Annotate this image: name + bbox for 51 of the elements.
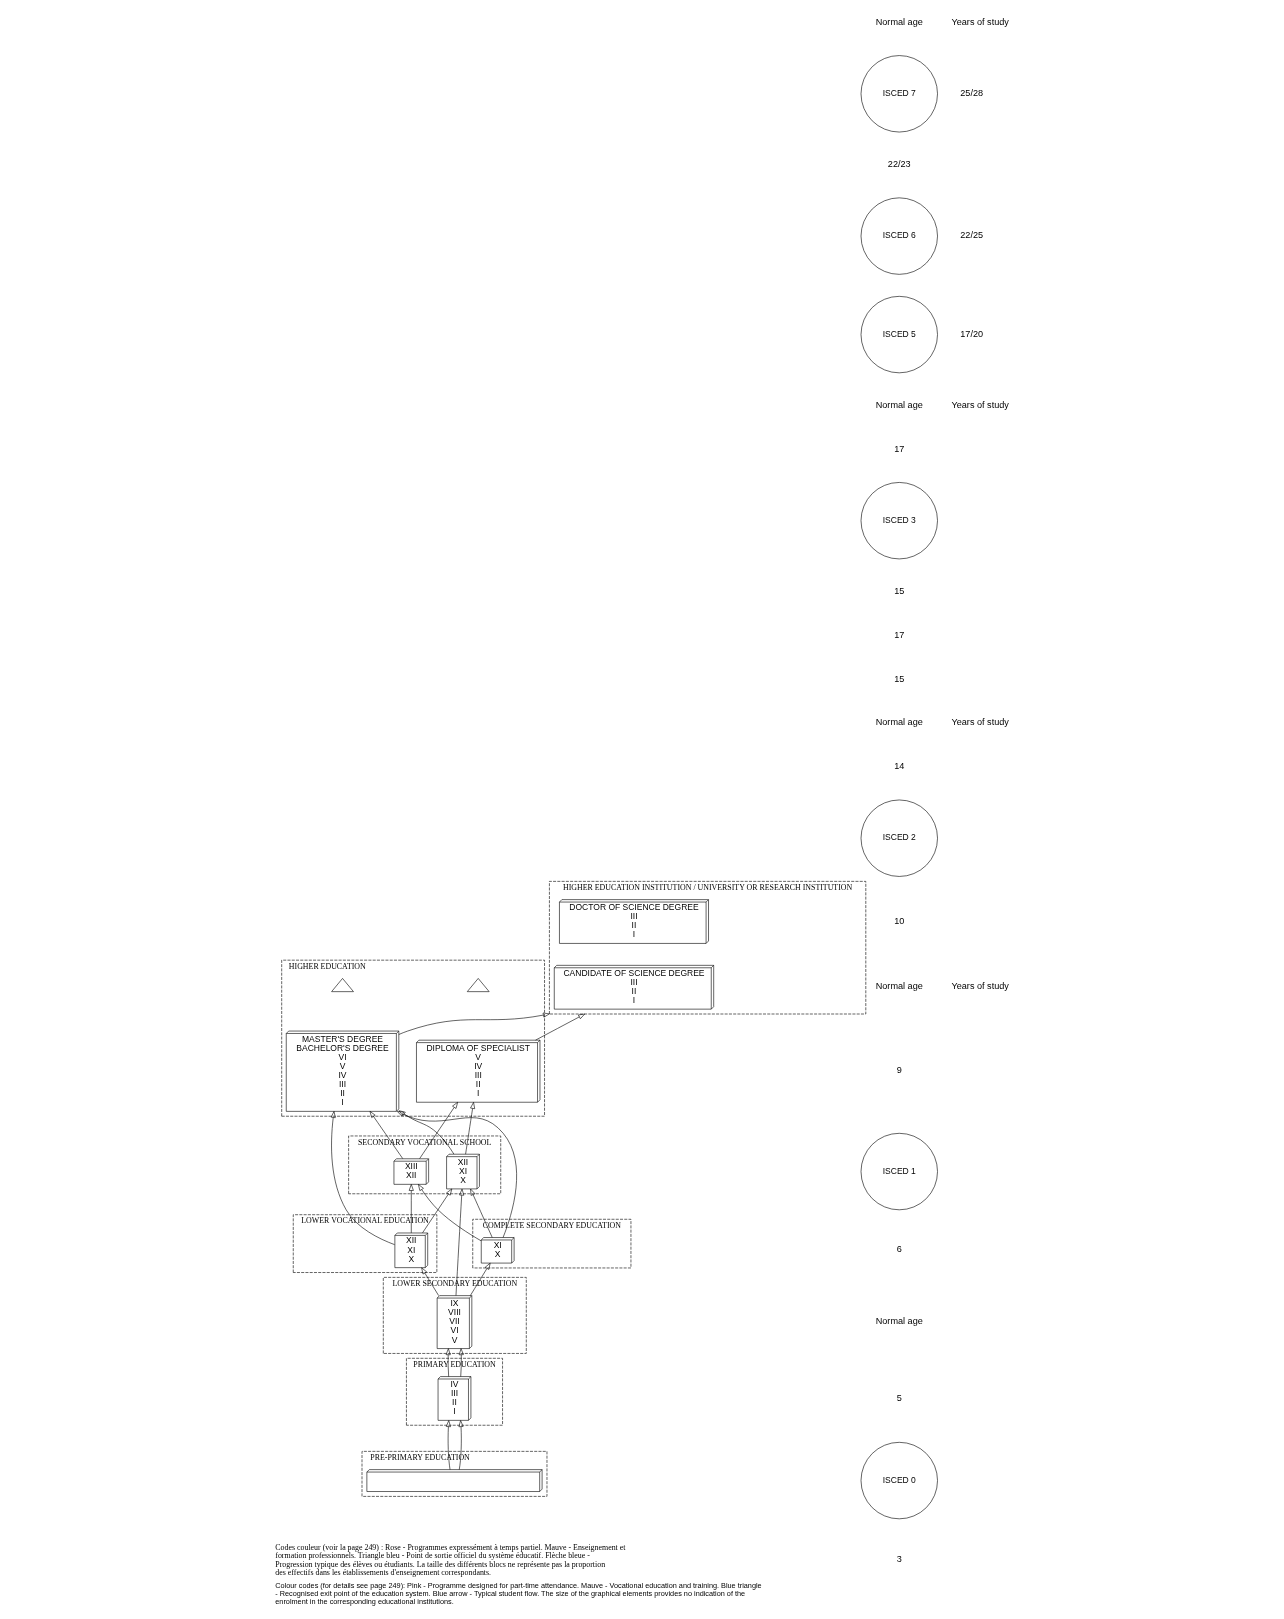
arrow <box>369 1110 403 1159</box>
arrow <box>445 1347 451 1377</box>
arrow <box>398 1012 550 1035</box>
label: 15 <box>893 673 904 684</box>
arrow <box>408 1183 414 1233</box>
node-triangle <box>466 977 489 992</box>
node-triangle <box>330 977 354 992</box>
arrow <box>417 1183 481 1241</box>
node-circle: ISCED 3 <box>860 481 938 559</box>
label: 6 <box>896 1243 902 1254</box>
arrow <box>421 1188 452 1233</box>
label: Normal age <box>875 980 923 991</box>
label: 15 <box>893 585 904 596</box>
node-circle: ISCED 1 <box>860 1132 938 1210</box>
label: 10 <box>893 915 904 926</box>
node-circle: ISCED 6 <box>860 197 938 275</box>
label: Normal age <box>875 399 923 410</box>
arrow <box>469 1188 492 1238</box>
label: Years of study <box>950 716 1009 727</box>
label: 22/23 <box>887 158 911 169</box>
arrow <box>445 1419 451 1470</box>
label: 5 <box>896 1392 902 1403</box>
label: 17 <box>893 443 904 454</box>
node-circle: ISCED 7 <box>860 54 938 132</box>
node-circle: ISCED 0 <box>860 1441 938 1519</box>
arrow <box>464 1101 475 1154</box>
arrow <box>396 1110 517 1238</box>
label: Years of study <box>950 980 1009 991</box>
arrow <box>469 1262 490 1296</box>
arrow <box>534 1013 585 1040</box>
label: Years of study <box>950 16 1009 27</box>
label: Years of study <box>950 399 1009 410</box>
arrow <box>330 1110 395 1245</box>
node-circle: ISCED 5 <box>860 295 938 373</box>
node-circle: ISCED 2 <box>860 799 938 877</box>
label: Normal age <box>875 716 923 727</box>
label: 17 <box>893 629 904 640</box>
arrow <box>398 1109 454 1154</box>
label: 14 <box>893 760 904 771</box>
label: Normal age <box>875 1315 923 1326</box>
label: 22/25 <box>959 229 983 240</box>
arrow <box>418 1101 458 1159</box>
arrow <box>458 1419 463 1470</box>
label: 25/28 <box>959 87 983 98</box>
label: 9 <box>896 1064 902 1075</box>
label: Normal age <box>875 16 923 27</box>
label: 3 <box>896 1553 902 1564</box>
label: 17/20 <box>959 328 983 339</box>
arrow <box>458 1347 464 1377</box>
arrow <box>420 1267 439 1296</box>
arrow <box>455 1188 464 1296</box>
